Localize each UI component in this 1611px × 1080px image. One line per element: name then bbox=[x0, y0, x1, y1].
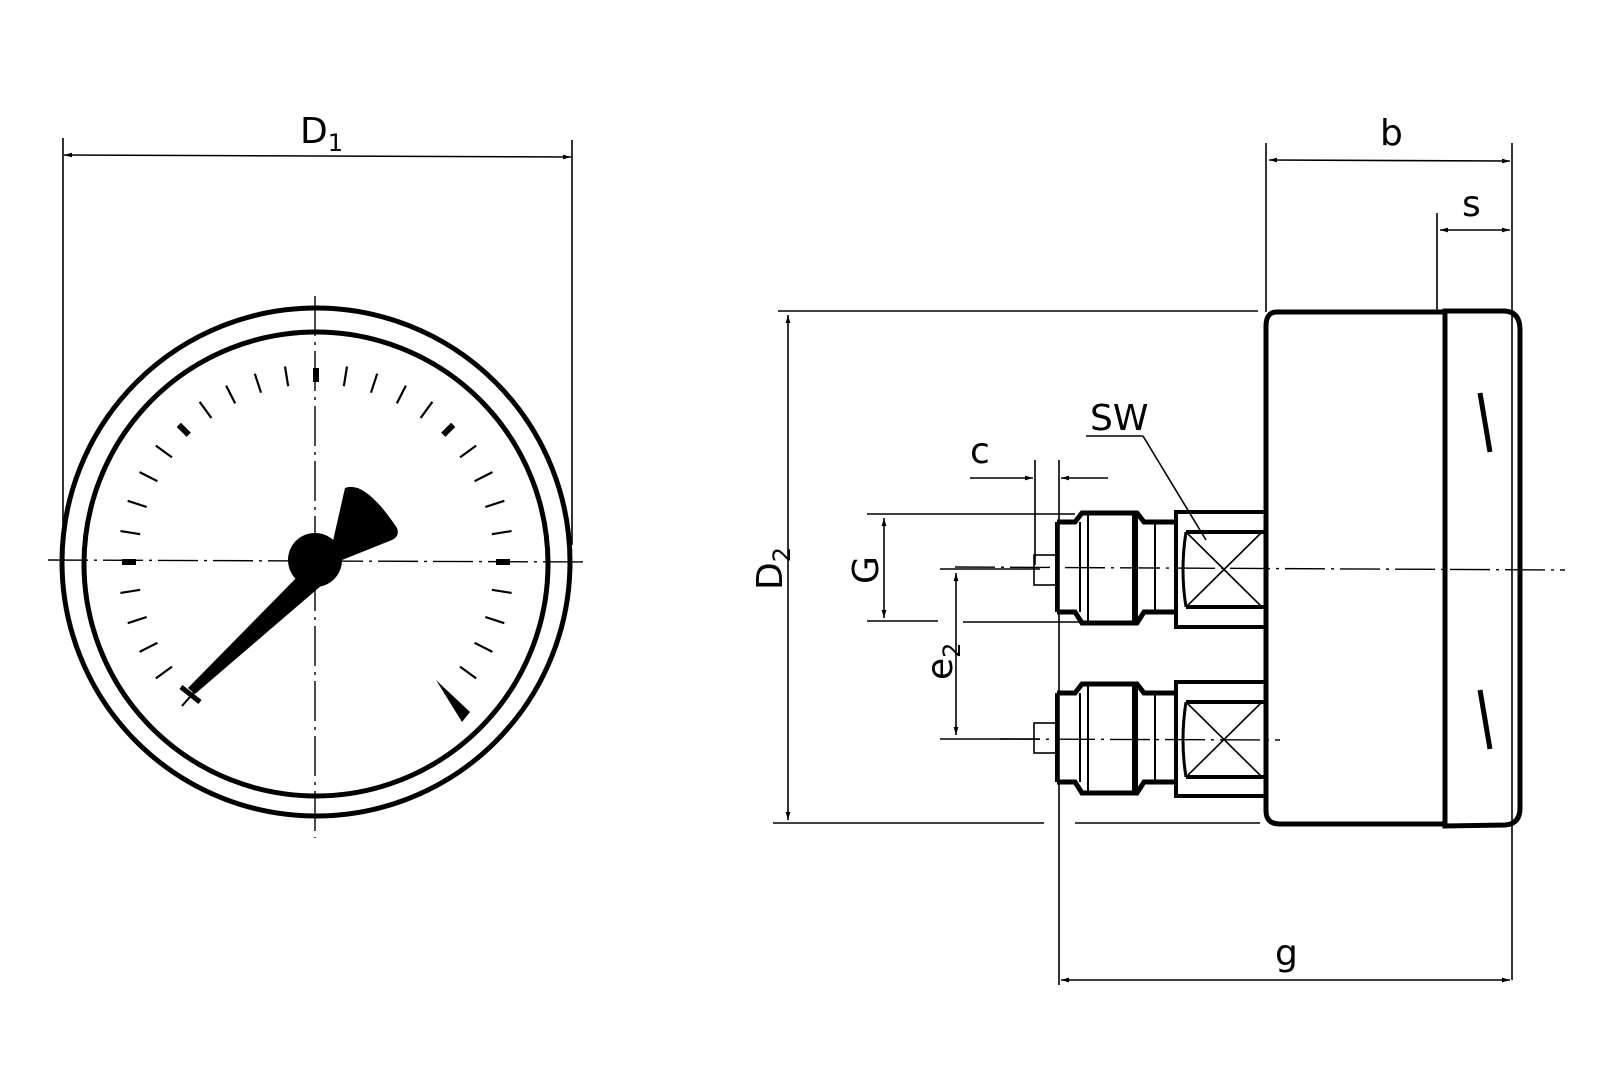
minor-tick bbox=[474, 641, 493, 653]
minor-tick bbox=[395, 385, 407, 404]
gauge-pointer bbox=[179, 486, 398, 707]
side-centerline bbox=[954, 566, 1566, 571]
minor-tick bbox=[139, 471, 158, 483]
dimension-d1: D1 bbox=[62, 111, 573, 545]
minor-tick bbox=[139, 641, 158, 653]
minor-tick bbox=[419, 401, 434, 419]
g-thread-label: G bbox=[846, 556, 887, 584]
minor-tick bbox=[155, 444, 173, 459]
dimension-b: b bbox=[1265, 113, 1513, 980]
minor-tick bbox=[459, 444, 477, 459]
dimension-d2: D2 bbox=[750, 310, 1260, 824]
process-connection-lower bbox=[999, 680, 1281, 798]
side-view: b s D2 G e2 bbox=[750, 113, 1566, 985]
minor-tick bbox=[342, 366, 349, 387]
minor-tick bbox=[484, 615, 505, 625]
minor-tick bbox=[484, 499, 505, 509]
minor-tick bbox=[198, 401, 213, 419]
gauge-window-ring bbox=[1442, 308, 1523, 829]
dimension-e2: e2 bbox=[920, 568, 1040, 740]
minor-tick bbox=[369, 373, 379, 394]
minor-tick bbox=[127, 499, 148, 509]
e2-subscript: 2 bbox=[938, 643, 966, 658]
process-connection-upper bbox=[1033, 510, 1268, 629]
g-length-label: g bbox=[1275, 933, 1298, 974]
minor-tick bbox=[474, 471, 493, 483]
minor-tick bbox=[253, 373, 263, 394]
minor-tick bbox=[120, 529, 141, 536]
s-label: s bbox=[1462, 184, 1481, 225]
minor-tick bbox=[155, 665, 173, 680]
dimension-g-length: g bbox=[1061, 933, 1510, 983]
svg-text:D1: D1 bbox=[300, 111, 343, 157]
e2-label: e bbox=[920, 658, 961, 680]
major-tick bbox=[441, 422, 456, 437]
major-tick bbox=[176, 422, 191, 437]
front-view: D1 bbox=[47, 111, 589, 838]
d1-subscript: 1 bbox=[328, 129, 343, 157]
minor-tick bbox=[225, 385, 237, 404]
sw-label: SW bbox=[1090, 398, 1148, 439]
dimension-s: s bbox=[1436, 184, 1510, 312]
minor-tick bbox=[283, 366, 290, 387]
d2-subscript: 2 bbox=[768, 547, 796, 562]
minor-tick bbox=[120, 588, 141, 595]
svg-text:e2: e2 bbox=[920, 643, 966, 680]
minor-tick bbox=[491, 588, 512, 595]
minor-tick bbox=[127, 615, 148, 625]
gauge-dial-edge bbox=[81, 329, 551, 799]
wrench-flat-callout: SW bbox=[1086, 398, 1207, 541]
d2-label: D bbox=[750, 562, 791, 590]
glass-reflection-mark bbox=[1477, 689, 1493, 750]
svg-text:D2: D2 bbox=[750, 547, 796, 590]
minor-tick bbox=[491, 529, 512, 536]
scale-end-marker bbox=[436, 680, 470, 722]
b-label: b bbox=[1380, 113, 1403, 154]
dial-scale-ticks bbox=[120, 366, 512, 722]
minor-tick bbox=[459, 665, 477, 680]
d1-label: D bbox=[300, 111, 328, 152]
c-label: c bbox=[970, 431, 990, 472]
dimension-g-thread: G bbox=[846, 513, 1080, 623]
glass-reflection-mark bbox=[1477, 392, 1493, 453]
